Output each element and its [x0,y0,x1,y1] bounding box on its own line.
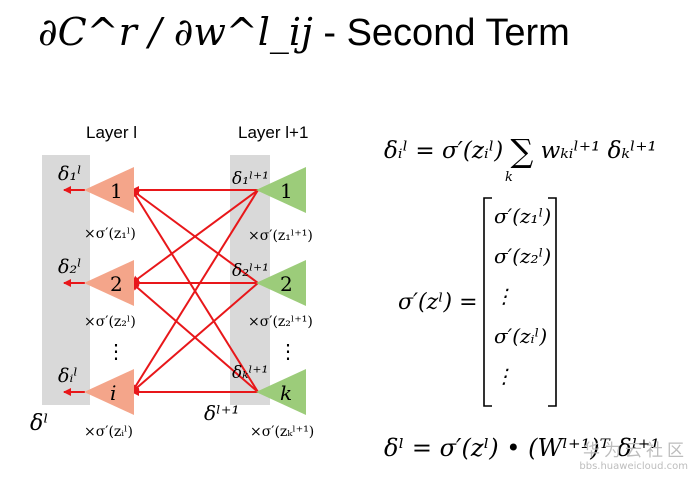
left-delta-1: δ₁ˡ [58,163,82,185]
right-node-1-label: 1 [280,179,293,203]
left-node-2-label: 2 [110,272,123,296]
right-node-2-label: 2 [280,272,293,296]
arrow-group [63,186,259,396]
left-node-1 [84,167,134,213]
left-node-1-label: 1 [110,179,123,203]
layer-left-label: Layer l [86,123,137,142]
right-node-k-label: k [280,381,292,405]
title-text: Second Term [346,12,570,54]
left-sigma-i: ×σ′(zᵢˡ) [84,424,133,440]
watermark-url: bbs.huaweicloud.com [579,461,688,472]
eq1-sum: ∑ [510,132,534,170]
arrow-rk-l2 [131,282,259,393]
title-math: ∂C^r / ∂w^l_ij [38,10,313,54]
watermark: 华为云社区 bbs.huaweicloud.com [579,436,688,472]
page-title: ∂C^r / ∂w^l_ij - Second Term [38,10,570,55]
right-delta-2: δ₂ˡ⁺¹ [232,261,269,281]
right-delta-k: δₖˡ⁺¹ [232,363,268,383]
left-vector-label: δˡ [30,411,49,436]
arrow-rk-l1 [131,189,259,393]
arrow-r2-l1 [131,189,259,284]
left-node-i-label: i [110,381,116,405]
left-sigma-1: ×σ′(z₁ˡ) [84,226,136,242]
right-sigma-1: ×σ′(z₁ˡ⁺¹) [248,228,313,244]
right-ellipsis: ⋮ [278,339,298,363]
eq1-sum-index: k [505,170,513,185]
right-node-2 [256,260,306,306]
vector-left-bracket [483,197,492,407]
right-sigma-2: ×σ′(z₂ˡ⁺¹) [248,314,313,330]
vector-entry-i: σ′(zᵢˡ) [494,324,548,348]
left-node-i [84,369,134,415]
right-sigma-k: ×σ′(zₖˡ⁺¹) [250,424,314,440]
right-delta-1: δ₁ˡ⁺¹ [232,169,269,189]
vector-entry-1: σ′(z₁ˡ) [494,204,552,228]
equation-delta-vector: δˡ = σ′(zˡ) • (Wˡ⁺¹)ᵀ δˡ⁺¹ [384,434,660,462]
watermark-brand: 华为云社区 [583,441,688,461]
left-delta-2: δ₂ˡ [58,256,82,278]
right-node-1 [256,167,306,213]
sigma-prime-vector: σ′(z₁ˡ) σ′(z₂ˡ) ⋮ σ′(zᵢˡ) ⋮ [494,204,552,404]
eq1-equals: = [415,138,435,164]
layer-right-label: Layer l+1 [238,123,308,142]
vector-entry-2: σ′(z₂ˡ) [494,244,552,268]
left-sigma-2: ×σ′(z₂ˡ) [84,314,136,330]
eq1-lhs: δᵢˡ [384,138,409,164]
equation-delta-i: δᵢˡ = σ′(zᵢˡ) ∑ wₖᵢˡ⁺¹ δₖˡ⁺¹ [384,132,657,170]
right-vector-label: δˡ⁺¹ [204,401,239,425]
left-delta-i: δᵢˡ [58,365,78,387]
right-node-k [256,369,306,415]
left-ellipsis: ⋮ [106,339,126,363]
title-dash: - [323,12,337,54]
left-node-2 [84,260,134,306]
equation-sigma-prime-lhs: σ′(zˡ) = [398,290,478,315]
eq1-rest: wₖᵢˡ⁺¹ δₖˡ⁺¹ [540,138,657,164]
vector-entry-dots-2: ⋮ [494,364,514,388]
vector-right-bracket [548,197,557,407]
eq1-sigma: σ′(zᵢˡ) [441,138,504,164]
vector-entry-dots-1: ⋮ [494,284,514,308]
